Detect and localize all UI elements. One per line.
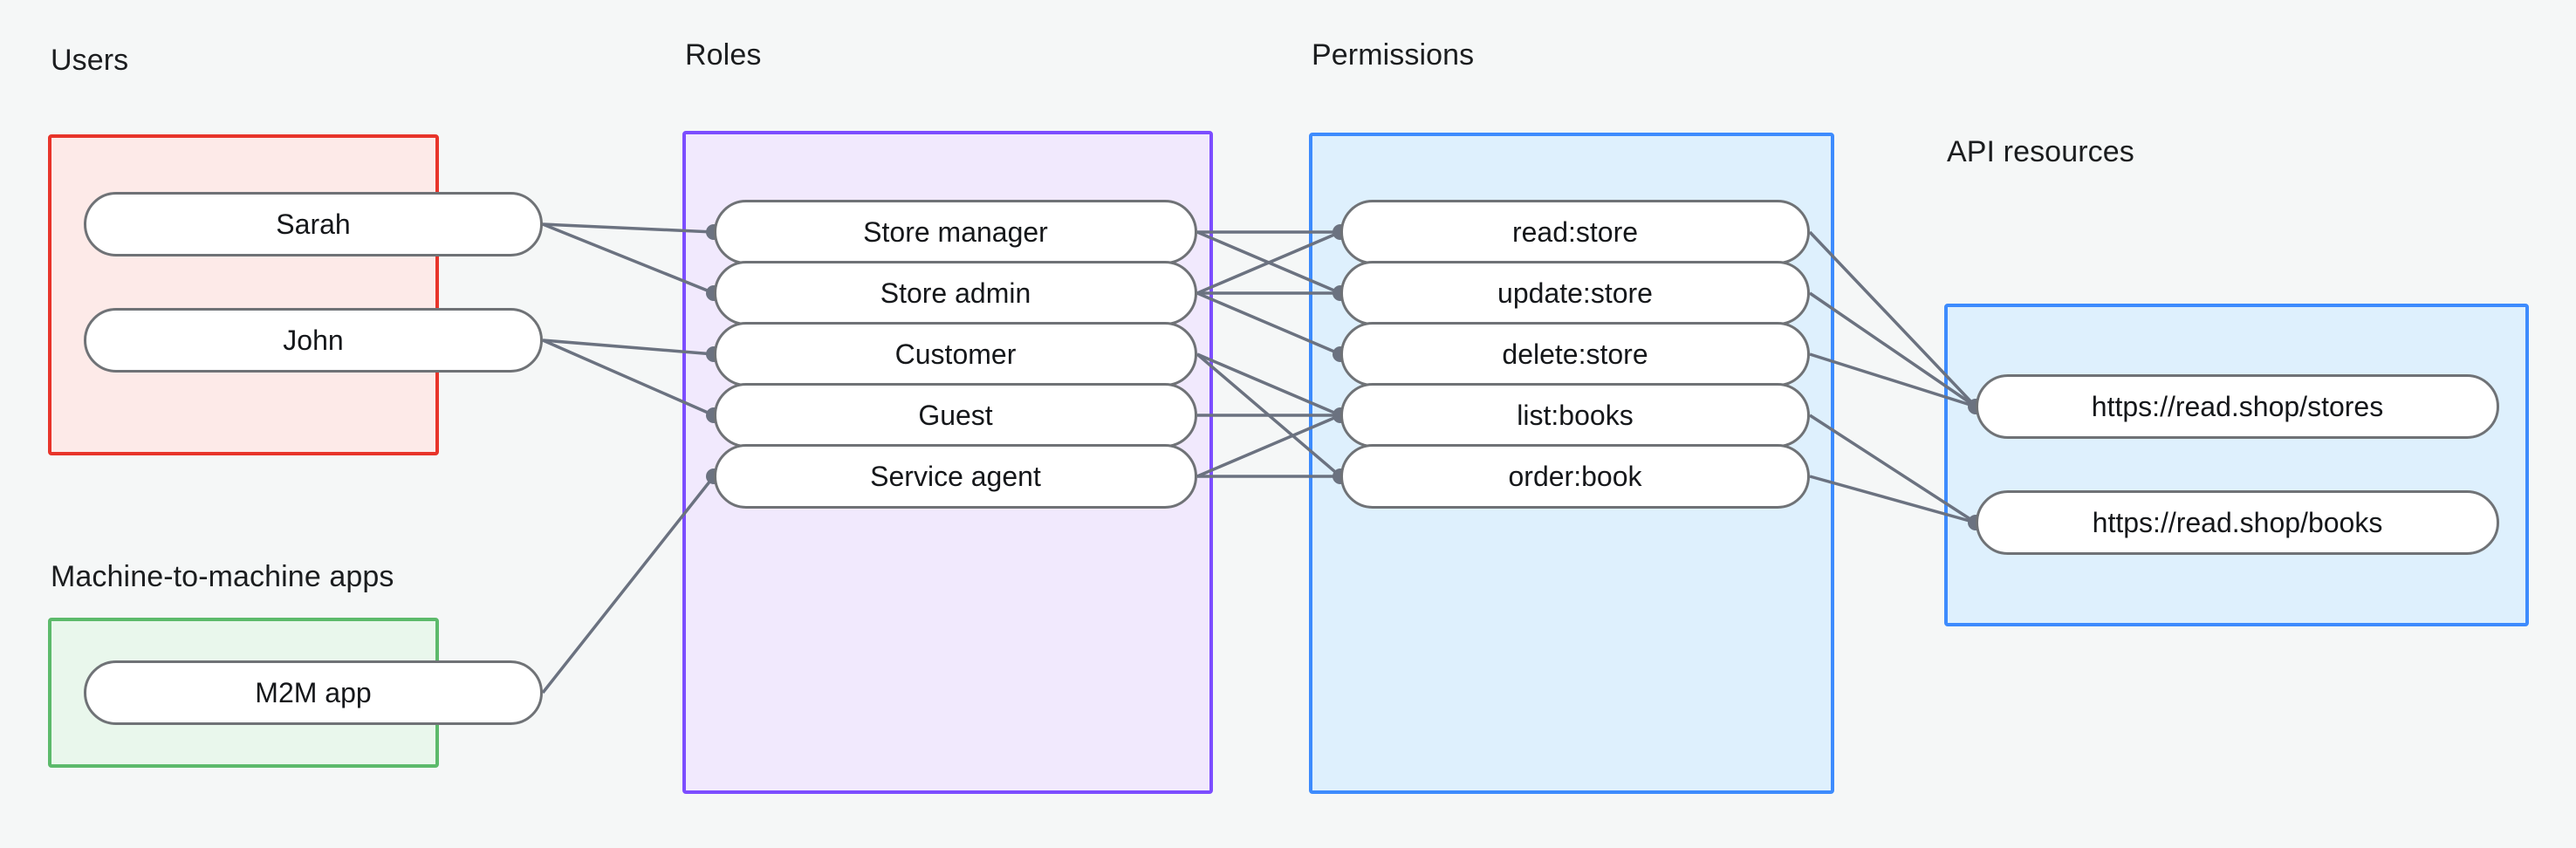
group-label-api: API resources (1947, 135, 2134, 168)
node-john[interactable]: John (84, 308, 543, 373)
node-order_book[interactable]: order:book (1340, 444, 1810, 509)
node-sarah[interactable]: Sarah (84, 192, 543, 256)
node-guest[interactable]: Guest (714, 383, 1197, 448)
group-box-api (1944, 304, 2529, 626)
node-label-john: John (283, 324, 344, 356)
group-label-m2m: Machine-to-machine apps (51, 560, 394, 593)
node-label-service_agent: Service agent (870, 460, 1041, 492)
node-store_admin[interactable]: Store admin (714, 261, 1197, 325)
node-res_books[interactable]: https://read.shop/books (1976, 490, 2499, 555)
node-label-store_manager: Store manager (863, 215, 1048, 248)
node-store_manager[interactable]: Store manager (714, 200, 1197, 264)
node-label-res_stores: https://read.shop/stores (2091, 390, 2384, 422)
node-update_store[interactable]: update:store (1340, 261, 1810, 325)
group-label-users: Users (51, 44, 129, 77)
node-customer[interactable]: Customer (714, 322, 1197, 386)
node-read_store[interactable]: read:store (1340, 200, 1810, 264)
node-label-customer: Customer (894, 338, 1017, 370)
node-label-m2m_app: M2M app (255, 676, 372, 708)
node-label-order_book: order:book (1508, 460, 1642, 492)
node-label-list_books: list:books (1517, 399, 1634, 431)
node-label-res_books: https://read.shop/books (2092, 506, 2383, 538)
node-label-update_store: update:store (1497, 277, 1653, 309)
group-label-roles: Roles (685, 38, 762, 72)
node-m2m_app[interactable]: M2M app (84, 660, 543, 725)
node-delete_store[interactable]: delete:store (1340, 322, 1810, 386)
group-box-users (48, 134, 439, 455)
node-label-guest: Guest (918, 399, 993, 431)
node-label-read_store: read:store (1511, 215, 1639, 248)
node-list_books[interactable]: list:books (1340, 383, 1810, 448)
node-label-store_admin: Store admin (880, 277, 1031, 309)
node-label-sarah: Sarah (276, 208, 351, 240)
node-label-delete_store: delete:store (1502, 338, 1648, 370)
group-label-permissions: Permissions (1312, 38, 1475, 72)
node-res_stores[interactable]: https://read.shop/stores (1976, 374, 2499, 439)
node-service_agent[interactable]: Service agent (714, 444, 1197, 509)
